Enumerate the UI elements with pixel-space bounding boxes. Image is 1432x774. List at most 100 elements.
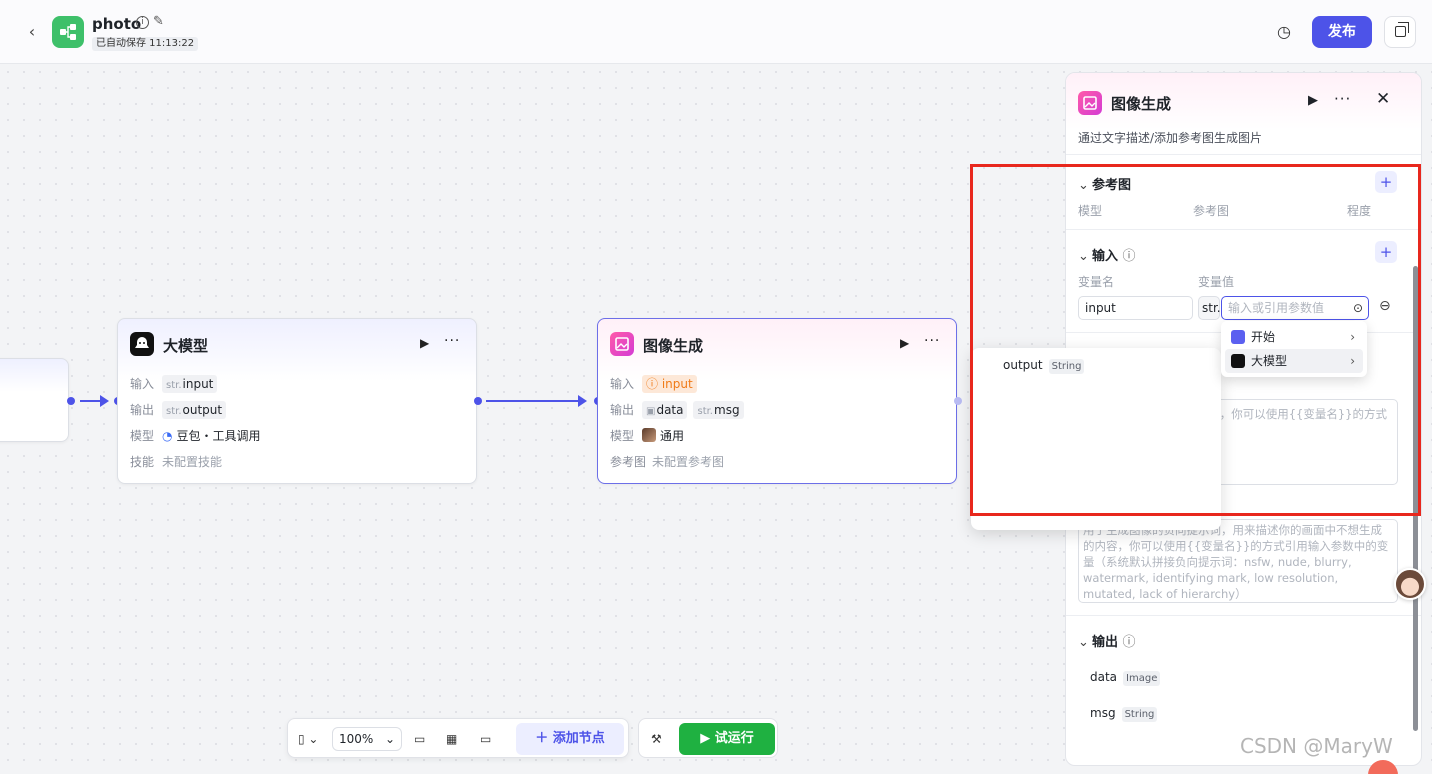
- top-bar: ‹ photo i ✎ 已自动保存 11:13:22 ◷ 发布: [0, 0, 1432, 64]
- panel-scrollbar[interactable]: [1413, 266, 1418, 731]
- assistant-avatar[interactable]: [1394, 568, 1426, 600]
- start-node[interactable]: [0, 358, 69, 442]
- comment-icon[interactable]: ▭: [414, 732, 426, 746]
- workflow-icon: [60, 24, 76, 40]
- output-port[interactable]: [954, 397, 962, 405]
- copy-icon: [1395, 22, 1409, 37]
- edit-icon[interactable]: ✎: [153, 14, 164, 29]
- edge-arrow: [578, 395, 587, 407]
- zoom-select[interactable]: 100% ⌄: [332, 727, 402, 751]
- source-label: 开始: [1251, 330, 1276, 344]
- reference-icon[interactable]: ⊙: [1352, 301, 1363, 315]
- output-port[interactable]: [67, 397, 75, 405]
- node-ref-row: 参考图未配置参考图: [610, 452, 724, 472]
- autosave-status: 已自动保存 11:13:22: [92, 37, 199, 51]
- input-section-header[interactable]: ⌄输入 ⓘ: [1078, 245, 1136, 264]
- info-icon[interactable]: ⓘ: [1122, 249, 1136, 264]
- output-chip: str.output: [162, 401, 227, 419]
- col-header: 模型: [1078, 204, 1103, 218]
- warning-icon: ⓘ: [646, 377, 659, 391]
- publish-button[interactable]: 发布: [1312, 16, 1372, 48]
- doubao-icon: ◔: [162, 429, 173, 443]
- watermark: CSDN @MaryW: [1240, 734, 1393, 758]
- panel-description: 通过文字描述/添加参考图生成图片: [1078, 131, 1263, 145]
- zoom-value: 100%: [339, 732, 374, 746]
- test-run-button[interactable]: ▶ 试运行: [679, 723, 775, 755]
- start-icon: [1231, 330, 1245, 344]
- var-type-tag[interactable]: str.: [1198, 296, 1221, 320]
- chevron-down-icon: ⌄: [1078, 178, 1089, 193]
- mouse-mode-icon[interactable]: ▯ ⌄: [298, 732, 319, 746]
- output-chip: str.msg: [693, 401, 744, 419]
- wrench-icon[interactable]: ⚒: [651, 732, 662, 746]
- section-title: 输入: [1092, 249, 1119, 264]
- image-icon: [610, 332, 634, 356]
- ref-section-header[interactable]: ⌄参考图: [1078, 174, 1131, 193]
- copy-button[interactable]: [1384, 16, 1416, 48]
- model-label: 模型: [130, 429, 155, 443]
- skill-value: 未配置技能: [162, 455, 223, 469]
- variable-name: output: [1003, 358, 1043, 372]
- source-item-llm[interactable]: 大模型 ›: [1225, 349, 1363, 373]
- edge-arrow: [100, 395, 109, 407]
- output-value: data: [656, 403, 684, 417]
- chevron-down-icon: ⌄: [384, 732, 395, 746]
- floating-badge[interactable]: [1368, 760, 1398, 774]
- chevron-down-icon: ⌄: [1078, 249, 1089, 264]
- chevron-right-icon: ›: [1350, 354, 1355, 368]
- add-node-button[interactable]: ＋ 添加节点: [516, 723, 624, 755]
- ref-value: 未配置参考图: [652, 455, 725, 469]
- add-ref-button[interactable]: +: [1375, 171, 1397, 193]
- output-label: 输出: [610, 403, 635, 417]
- panel-header: 图像生成 ▶ ··· ✕ 通过文字描述/添加参考图生成图片: [1066, 73, 1421, 155]
- output-port[interactable]: [474, 397, 482, 405]
- back-icon[interactable]: ‹: [28, 22, 36, 41]
- ref-label: 参考图: [610, 455, 647, 469]
- canvas-toolbar: ▯ ⌄ 100% ⌄ ▭ ▦ ▭ ＋ 添加节点: [287, 718, 629, 758]
- model-thumb-icon: [642, 428, 656, 442]
- type-tag: str.: [166, 380, 182, 391]
- node-model-row: 模型◔豆包・工具调用: [130, 426, 261, 446]
- node-title: 大模型: [163, 337, 209, 355]
- play-icon[interactable]: ▶: [420, 336, 430, 350]
- prompt-placeholder: 词，你可以使用{{变量名}}的方式: [1208, 407, 1387, 421]
- output-section-header[interactable]: ⌄输出 ⓘ: [1078, 631, 1136, 650]
- info-icon[interactable]: ⓘ: [1122, 635, 1136, 650]
- col-header: 变量名: [1078, 275, 1115, 289]
- layout-icon[interactable]: ▦: [446, 732, 458, 746]
- source-item-start[interactable]: 开始 ›: [1225, 325, 1363, 349]
- type-tag: str.: [697, 406, 713, 417]
- edge: [486, 400, 580, 402]
- negative-prompt-textarea[interactable]: 用于生成图像的负向提示词，用来描述你的画面中不想生成的内容，你可以使用{{变量名…: [1078, 519, 1398, 603]
- node-model-row: 模型通用: [610, 426, 684, 446]
- panel-title: 图像生成: [1111, 95, 1172, 113]
- app-icon: [52, 16, 84, 48]
- source-label: 大模型: [1251, 354, 1288, 368]
- play-icon[interactable]: ▶: [900, 336, 910, 350]
- info-icon[interactable]: i: [136, 16, 149, 29]
- run-toolbar: ⚒ ▶ 试运行: [638, 718, 778, 758]
- more-icon[interactable]: ···: [1334, 90, 1352, 108]
- play-icon[interactable]: ▶: [1308, 93, 1318, 108]
- more-icon[interactable]: ···: [924, 333, 941, 349]
- chevron-right-icon: ›: [1350, 330, 1355, 344]
- minimap-icon[interactable]: ▭: [480, 732, 492, 746]
- output-value: msg: [714, 403, 740, 417]
- remove-icon[interactable]: ⊖: [1379, 298, 1391, 314]
- close-icon[interactable]: ✕: [1376, 89, 1391, 109]
- more-icon[interactable]: ···: [444, 333, 461, 349]
- edge: [80, 400, 104, 402]
- var-value-input[interactable]: 输入或引用参数值⊙: [1221, 296, 1369, 320]
- add-input-button[interactable]: +: [1375, 241, 1397, 263]
- history-icon[interactable]: ◷: [1277, 22, 1291, 41]
- play-icon: ▶: [700, 731, 711, 746]
- var-name-input[interactable]: input: [1078, 296, 1193, 320]
